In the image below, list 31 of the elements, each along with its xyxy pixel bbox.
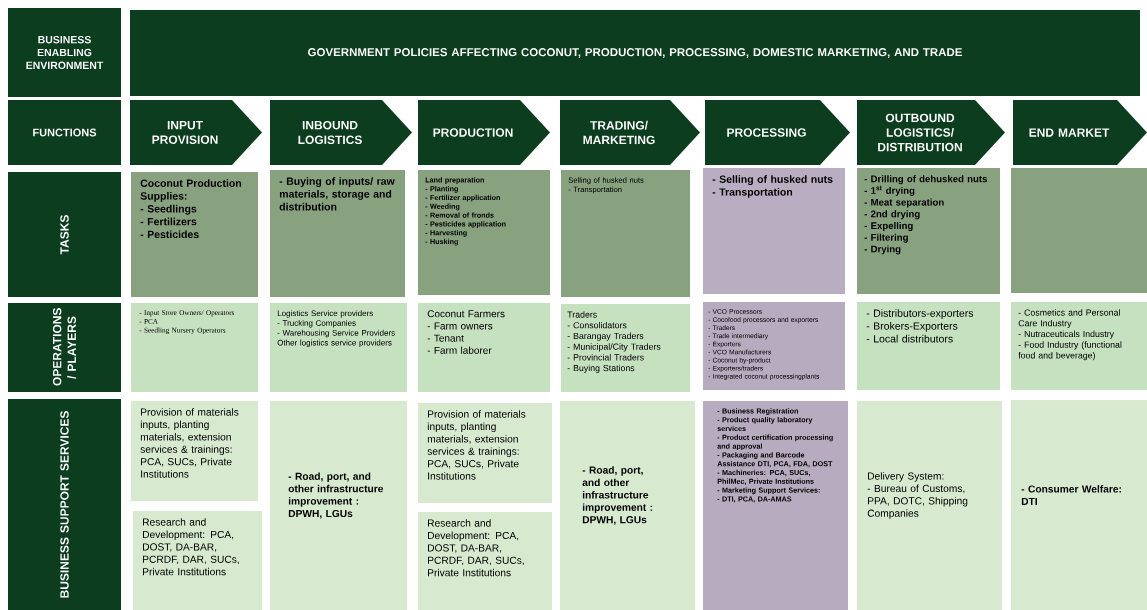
task-box: - Buying of inputs/ raw materials, storage and distribution [270,170,405,297]
function-header: TRADING/ MARKETING [560,100,700,165]
player-box: Coconut Farmers - Farm owners - Tenant - Farm laborer [418,303,550,392]
support-box: - Road, port, and other infrastructure improvement : DPWH, LGUs [270,401,407,610]
task-box: Coconut Production Supplies: - Seedlings - Fertilizers - Pesticides [131,172,258,297]
player-box: Traders - Consolidators - Barangay Traders - Municipal/City Traders - Provincial Traders - Buying Stations [561,304,690,392]
support-box: Research and Development: PCA, DOST, DA-BAR, PCRDF, DAR, SUCs, Private Institutions [133,511,262,610]
player-box: Logistics Service providers - Trucking Companies - Warehousing Service Providers Other logistics service providers [270,303,407,392]
policy-banner: GOVERNMENT POLICIES AFFECTING COCONUT, PRODUCTION, PROCESSING, DOMESTIC MARKETING, AND TRADE [130,10,1140,96]
function-header: END MARKET [1013,100,1147,165]
function-header: OUTBOUND LOGISTICS/ DISTRIBUTION [857,100,1005,165]
function-header: INBOUND LOGISTICS [270,100,412,165]
row-header: OPERATIONS / PLAYERS [8,303,121,392]
player-box: - Cosmetics and Personal Care Industry - Nutraceuticals Industry - Food Industry (functional food and beverage) [1011,302,1147,390]
support-box: Provision of materials inputs, planting materials, extension services & trainings: PCA, SUCs, Private Institutions [131,401,258,501]
function-header: INPUT PROVISION [130,100,262,165]
task-box: - Drilling of dehusked nuts - 1$^{st}$ drying - Meat separation - 2nd drying - Expelling - Filtering - Drying [857,168,1000,294]
row-header: BUSINESS SUPPORT SERVICES [8,399,121,610]
support-box: Provision of materials inputs, planting materials, extension services & trainings: PCA, SUCs, Private Institutions [418,403,552,503]
row-header: FUNCTIONS [8,100,121,165]
function-header: PROCESSING [705,100,850,165]
player-box: - Distributors-exporters - Brokers-Exporters - Local distributors [857,302,1000,390]
function-header: PRODUCTION [418,100,550,165]
support-box: Delivery System: - Bureau of Customs, PPA, DOTC, Shipping Companies [857,401,1002,610]
row-header: BUSINESS ENABLING ENVIRONMENT [8,8,121,97]
support-box: - Road, port, and other infrastructure improvement : DPWH, LGUs [560,401,695,610]
support-box: - Consumer Welfare: DTI [1011,400,1147,610]
row-header: TASKS [8,172,121,297]
task-box: - Selling of husked nuts - Transportation [703,168,845,294]
task-box [1011,168,1147,293]
support-box: Research and Development: PCA, DOST, DA-BAR, PCRDF, DAR, SUCs, Private Institutions [418,512,552,610]
